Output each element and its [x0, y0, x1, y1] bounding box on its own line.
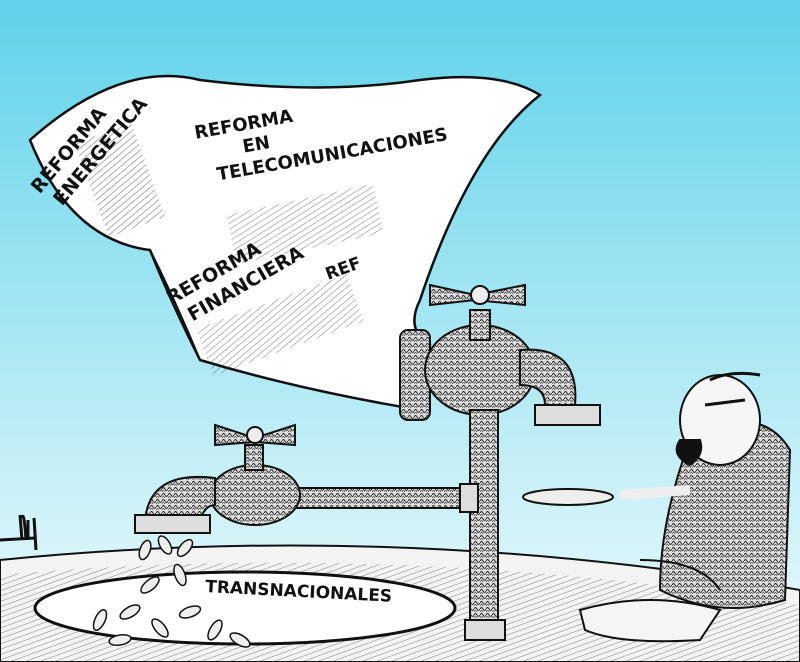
small-faucet — [134, 423, 479, 534]
large-faucet — [399, 283, 601, 641]
signature-mark — [0, 514, 38, 551]
coins — [92, 535, 251, 648]
beggar-figure — [522, 371, 792, 643]
begging-plate — [522, 488, 614, 506]
headline-telecom-2: EN — [241, 132, 272, 157]
